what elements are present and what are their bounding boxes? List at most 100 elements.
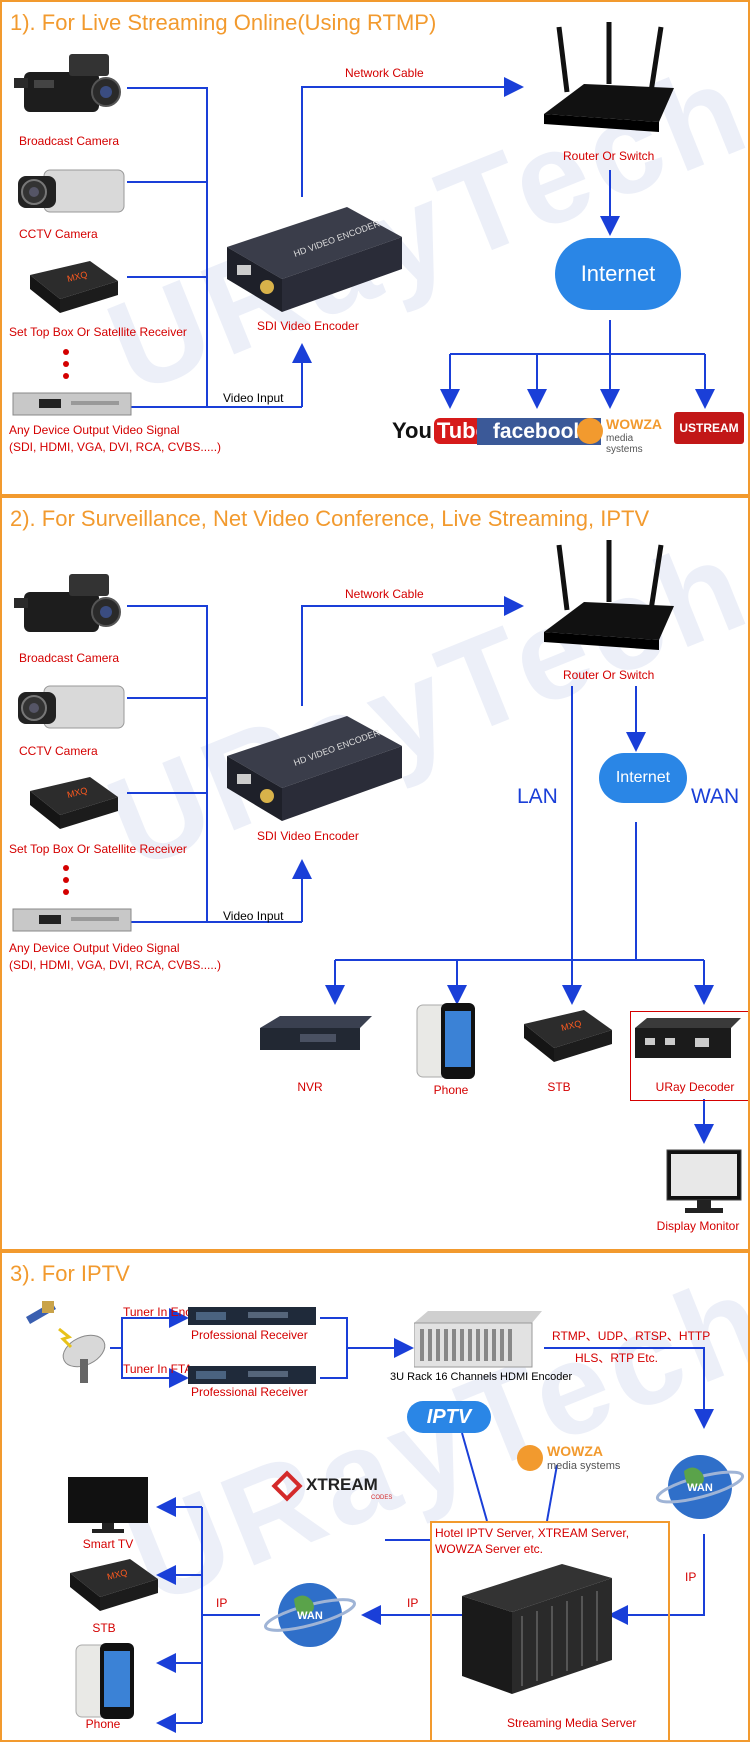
youtube-you: You [392, 418, 432, 443]
section-title: 2). For Surveillance, Net Video Conferen… [10, 506, 650, 531]
receiver-icon [188, 1366, 316, 1384]
wan-globe-icon: WAN [263, 1583, 357, 1647]
router-icon [544, 22, 674, 132]
xtream-icon [271, 1470, 303, 1502]
rack-encoder-label: 3U Rack 16 Channels HDMI Encoder [390, 1371, 573, 1383]
cctv-camera-icon [18, 169, 125, 213]
wowza-sub: media systems [606, 433, 643, 455]
svg-text:MXQ: MXQ [66, 785, 88, 800]
protocols-label: HLS、RTP Etc. [575, 1351, 658, 1365]
output-label: Phone [433, 1083, 469, 1097]
section-surveillance: URayTech 2). For Surveillance, Net Video… [0, 496, 750, 1251]
display-label: Display Monitor [656, 1219, 740, 1233]
client-label: Smart TV [82, 1537, 134, 1551]
device-label: Any Device Output Video Signal [9, 941, 180, 955]
internet-cloud: Internet [555, 238, 681, 310]
ip-label: IP [685, 1570, 697, 1584]
encoder-label: SDI Video Encoder [257, 829, 359, 843]
set-top-box-icon: MXQ [30, 777, 118, 829]
video-device-icon [12, 392, 132, 416]
broadcast-camera-icon [14, 54, 121, 112]
protocols-label: RTMP、UDP、RTSP、HTTP [552, 1329, 711, 1343]
device-label: CCTV Camera [19, 744, 98, 758]
router-label: Router Or Switch [563, 149, 655, 163]
sdi-encoder-icon: HD VIDEO ENCODER [227, 207, 402, 312]
connection-lines [63, 77, 715, 409]
rack-encoder-icon [414, 1311, 542, 1368]
svg-text:MXQ: MXQ [66, 269, 88, 284]
wowza-text: WOWZA [547, 1443, 603, 1459]
connection-lines [110, 1308, 714, 1733]
wowza-icon [577, 418, 603, 444]
stb-icon: MXQ [70, 1559, 158, 1611]
router-label: Router Or Switch [563, 668, 655, 682]
tuner-label: Tuner In FTA [123, 1362, 193, 1376]
smart-tv-icon [68, 1477, 148, 1533]
device-label: Any Device Output Video Signal [9, 423, 180, 437]
iptv-logo: IPTV [407, 1401, 491, 1433]
router-icon [544, 540, 674, 650]
output-label: URay Decoder [655, 1080, 735, 1094]
device-label: Broadcast Camera [19, 134, 120, 148]
sdi-encoder-icon: HD VIDEO ENCODER [227, 716, 402, 821]
svg-text:MXQ: MXQ [106, 1567, 128, 1582]
set-top-box-icon: MXQ [30, 261, 118, 313]
section-live-streaming: URayTech 1). For Live Streaming Online(U… [0, 0, 750, 496]
server-group-box [430, 1521, 670, 1740]
network-cable-label: Network Cable [345, 587, 424, 601]
device-label: (SDI, HDMI, VGA, DVI, RCA, CVBS.....) [9, 958, 222, 972]
encoder-label: SDI Video Encoder [257, 319, 359, 333]
display-monitor-icon [666, 1149, 742, 1213]
nvr-icon [260, 1016, 372, 1050]
uray-decoder-icon [635, 1018, 741, 1058]
xtream-logo: XTREAM CODES [271, 1470, 396, 1507]
wan-label: WAN [691, 785, 740, 808]
video-device-icon [12, 908, 132, 932]
network-cable-label: Network Cable [345, 66, 424, 80]
phone-icon [416, 1003, 475, 1079]
device-label: Set Top Box Or Satellite Receiver [9, 842, 187, 856]
wowza-sub: media systems [547, 1460, 621, 1472]
server-note: Hotel IPTV Server, XTREAM Server, WOWZA … [435, 1526, 630, 1556]
satellite-dish-icon [26, 1301, 106, 1383]
connection-lines [63, 596, 714, 1144]
svg-text:MXQ: MXQ [560, 1018, 582, 1033]
lan-label: LAN [517, 785, 558, 808]
device-label: CCTV Camera [19, 227, 98, 241]
receiver-icon [188, 1307, 316, 1325]
section-title: 3). For IPTV [10, 1261, 130, 1286]
internet-cloud: Internet [599, 753, 687, 803]
xtream-sub: CODES [371, 1495, 393, 1501]
ip-label: IP [216, 1596, 228, 1610]
ip-label: IP [407, 1596, 419, 1610]
cctv-camera-icon [18, 685, 125, 729]
decoder-box [630, 1011, 748, 1101]
device-label: Set Top Box Or Satellite Receiver [9, 325, 187, 339]
output-label: NVR [297, 1080, 323, 1094]
section-iptv: URayTech 3). For IPTV [0, 1251, 750, 1742]
wowza-logo: WOWZA media systems [517, 1443, 627, 1477]
broadcast-camera-icon [14, 574, 121, 632]
wowza-icon [517, 1445, 543, 1471]
video-input-label: Video Input [223, 909, 284, 923]
video-input-label: Video Input [223, 391, 284, 405]
client-label: STB [92, 1621, 116, 1635]
device-label: (SDI, HDMI, VGA, DVI, RCA, CVBS.....) [9, 440, 222, 454]
stb-icon: MXQ [524, 1010, 612, 1062]
wowza-logo: WOWZA media systems [577, 416, 667, 455]
server-label: Streaming Media Server [507, 1716, 637, 1730]
device-label: Broadcast Camera [19, 651, 120, 665]
client-label: Phone [85, 1717, 121, 1731]
xtream-text: XTREAM [306, 1475, 378, 1494]
wan-globe-icon: WAN [655, 1455, 745, 1519]
wan-text: WAN [297, 1610, 323, 1622]
wowza-text: WOWZA [606, 416, 662, 432]
receiver-label: Professional Receiver [191, 1385, 308, 1399]
phone-icon [75, 1643, 134, 1719]
ustream-logo: USTREAM [674, 412, 744, 444]
server-rack-icon [462, 1564, 612, 1694]
receiver-label: Professional Receiver [191, 1328, 308, 1342]
wan-text: WAN [687, 1482, 713, 1494]
section-title: 1). For Live Streaming Online(Using RTMP… [10, 10, 437, 35]
output-label: STB [547, 1080, 571, 1094]
